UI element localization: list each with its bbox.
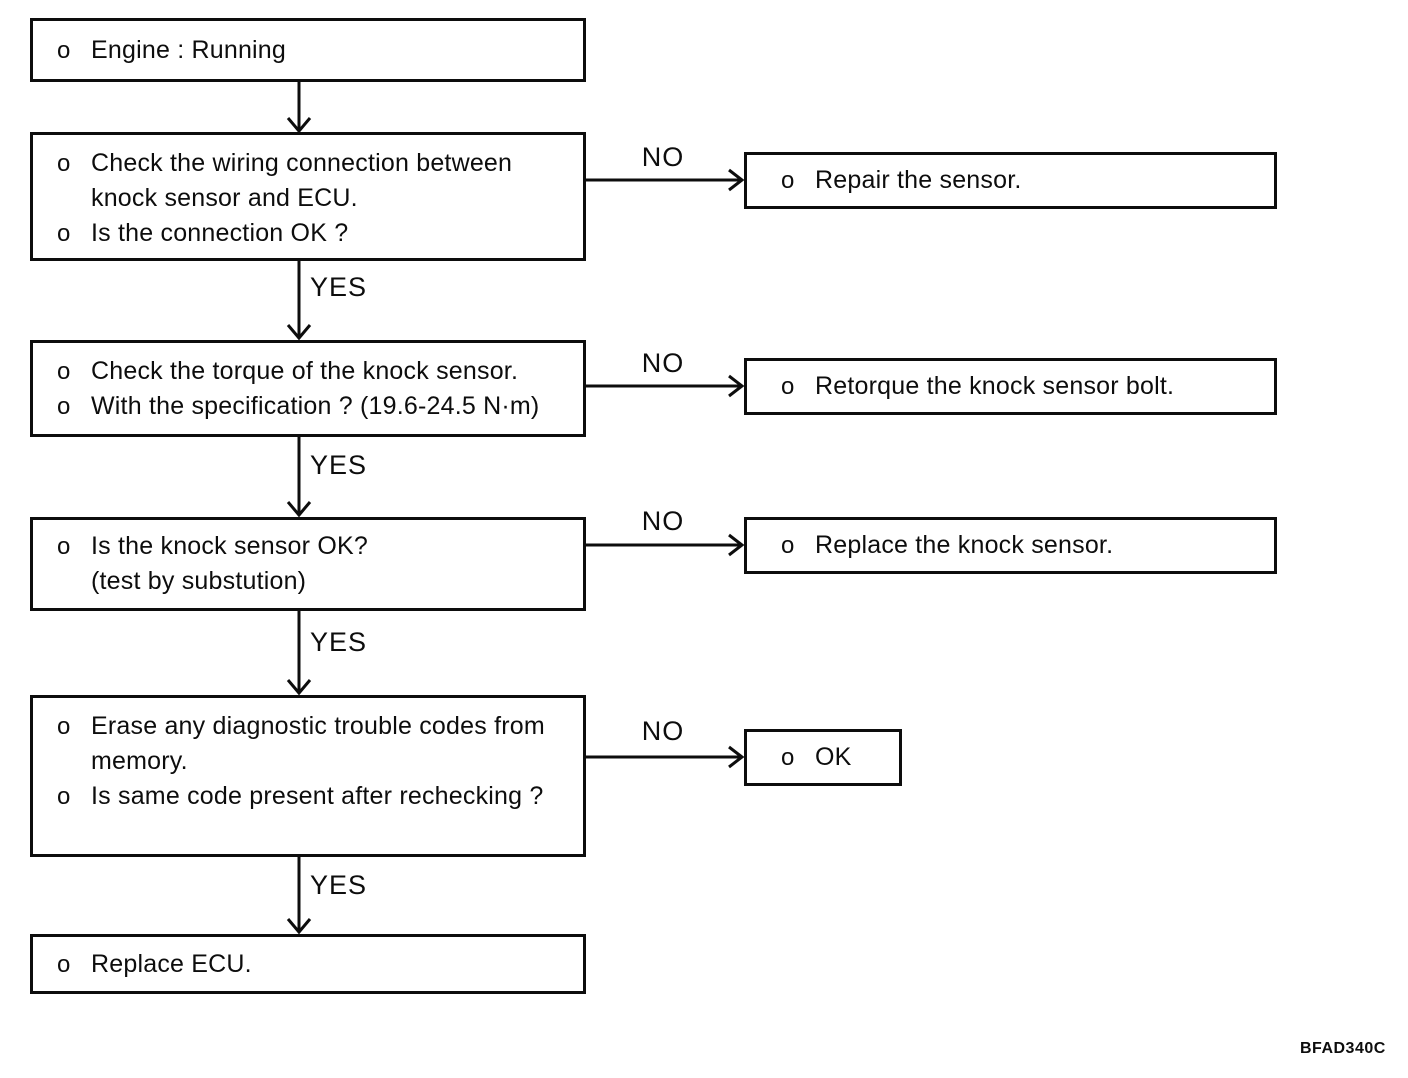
no-label: NO bbox=[641, 142, 685, 172]
figure-code: BFAD340C bbox=[1300, 1040, 1386, 1057]
flow-box-erase-codes: o Erase any diagnostic trouble codes fro… bbox=[30, 695, 586, 857]
step-text: OK bbox=[815, 743, 852, 771]
step-text: Check the wiring connection between knoc… bbox=[91, 149, 513, 212]
bullet-marker: o bbox=[57, 36, 71, 64]
step-line: o Is the knock sensor OK? (test by subst… bbox=[51, 529, 573, 599]
yes-label: YES bbox=[310, 870, 368, 900]
bullet-marker: o bbox=[57, 220, 71, 247]
no-label: NO bbox=[641, 506, 685, 536]
bullet-marker: o bbox=[57, 533, 71, 560]
flow-box-sensor-ok: o Is the knock sensor OK? (test by subst… bbox=[30, 517, 586, 611]
flow-box-replace-knock-sensor: o Replace the knock sensor. bbox=[744, 517, 1277, 574]
step-text: Engine : Running bbox=[91, 35, 287, 64]
flow-box-ok: o OK bbox=[744, 729, 902, 786]
step-line: o Check the torque of the knock sensor. bbox=[51, 354, 573, 389]
step-line: o Repair the sensor. bbox=[775, 163, 1264, 198]
bullet-marker: o bbox=[57, 357, 71, 385]
flow-box-replace-ecu: o Replace ECU. bbox=[30, 934, 586, 994]
yes-label: YES bbox=[310, 272, 368, 302]
step-line: o Replace ECU. bbox=[51, 947, 573, 982]
step-line: o Check the wiring connection between kn… bbox=[51, 146, 573, 216]
flow-box-engine-running: o Engine : Running bbox=[30, 18, 586, 82]
yes-arrow-wiring-to-torque bbox=[286, 261, 312, 341]
step-line: o Is same code present after rechecking … bbox=[51, 779, 573, 814]
no-branch-arrow-repair bbox=[586, 168, 745, 192]
no-branch-arrow-replace-sensor bbox=[586, 533, 745, 557]
yes-label: YES bbox=[310, 450, 368, 480]
bullet-marker: o bbox=[781, 744, 795, 771]
bullet-marker: o bbox=[57, 783, 71, 810]
step-line: o OK bbox=[775, 740, 889, 775]
step-text: Replace ECU. bbox=[91, 949, 252, 978]
bullet-marker: o bbox=[57, 150, 71, 177]
flow-box-check-wiring: o Check the wiring connection between kn… bbox=[30, 132, 586, 261]
step-text: Erase any diagnostic trouble codes from … bbox=[91, 712, 545, 775]
step-text: Is the connection OK ? bbox=[91, 219, 349, 247]
step-text: Is the knock sensor OK? (test by substut… bbox=[91, 532, 368, 595]
yes-label: YES bbox=[310, 627, 368, 657]
step-text: Is same code present after rechecking ? bbox=[91, 782, 544, 810]
step-text: Check the torque of the knock sensor. bbox=[91, 356, 519, 385]
bullet-marker: o bbox=[57, 713, 71, 740]
bullet-marker: o bbox=[781, 167, 795, 194]
bullet-marker: o bbox=[781, 532, 795, 559]
step-text: Retorque the knock sensor bolt. bbox=[815, 372, 1175, 400]
yes-arrow-sensorok-to-erase bbox=[286, 611, 312, 696]
step-line: o Engine : Running bbox=[51, 33, 573, 68]
step-line: o Erase any diagnostic trouble codes fro… bbox=[51, 709, 573, 779]
no-branch-arrow-retorque bbox=[586, 374, 745, 398]
flow-box-retorque-bolt: o Retorque the knock sensor bolt. bbox=[744, 358, 1277, 415]
no-label: NO bbox=[641, 716, 685, 746]
step-text: Replace the knock sensor. bbox=[815, 531, 1114, 559]
bullet-marker: o bbox=[57, 950, 71, 978]
yes-arrow-torque-to-sensorok bbox=[286, 437, 312, 518]
step-line: o Retorque the knock sensor bolt. bbox=[775, 369, 1264, 404]
step-text: Repair the sensor. bbox=[815, 166, 1022, 194]
bullet-marker: o bbox=[57, 392, 71, 420]
step-text: With the specification ? (19.6-24.5 N·m) bbox=[91, 391, 540, 420]
yes-arrow-erase-to-replaceecu bbox=[286, 857, 312, 935]
no-label: NO bbox=[641, 348, 685, 378]
step-line: o Is the connection OK ? bbox=[51, 216, 573, 251]
arrow-down-engine-to-wiring bbox=[286, 81, 312, 134]
flow-box-repair-sensor: o Repair the sensor. bbox=[744, 152, 1277, 209]
bullet-marker: o bbox=[781, 373, 795, 400]
step-line: o Replace the knock sensor. bbox=[775, 528, 1264, 563]
flow-box-check-torque: o Check the torque of the knock sensor. … bbox=[30, 340, 586, 437]
no-branch-arrow-ok bbox=[586, 745, 745, 769]
step-line: o With the specification ? (19.6-24.5 N·… bbox=[51, 389, 573, 424]
